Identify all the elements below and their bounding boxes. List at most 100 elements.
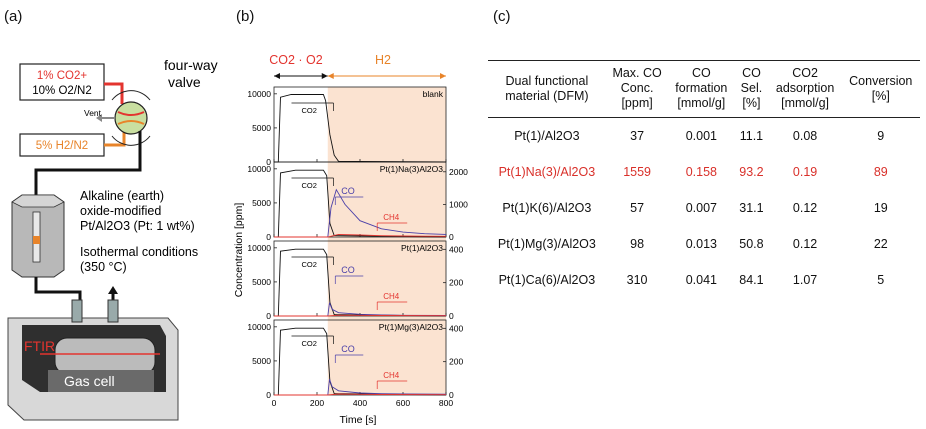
x-tick-label: 600 <box>396 398 410 408</box>
header-line: formation <box>675 81 728 95</box>
y-tick-label-left: 10000 <box>247 322 271 332</box>
y-tick-label-left: 10000 <box>247 164 271 174</box>
table-cell-conversion: 19 <box>873 201 888 215</box>
phase-co2-arrowhead-left <box>274 73 280 79</box>
phase-h2-label: H2 <box>375 53 391 67</box>
exhaust-arrow-icon <box>108 286 118 294</box>
x-tick-label: 0 <box>272 398 277 408</box>
valve-label-line2: valve <box>168 74 201 90</box>
trace-co2 <box>274 327 447 396</box>
table-cell-max-co: 310 <box>626 273 648 287</box>
header-conversion: Conversion[%] <box>841 60 920 118</box>
table-cell-co2-ads: 0.08 <box>792 129 818 143</box>
y-tick-label-left: 5000 <box>252 123 271 133</box>
catalyst-bed <box>33 236 40 244</box>
header-line: Sel. <box>740 81 763 95</box>
panel-label-c: (c) <box>493 8 511 25</box>
x-axis-label: Time [s] <box>340 414 377 426</box>
subplot-label: Pt(1)Mg(3)Al2O3 <box>379 322 444 332</box>
y-tick-label-right: 0 <box>449 311 454 321</box>
y-tick-label-left: 5000 <box>252 356 271 366</box>
table-cell-conversion: 22 <box>873 237 888 251</box>
table-cell-co-formation: 0.041 <box>685 273 717 287</box>
header-line: Conversion <box>849 73 913 88</box>
y-tick-label-right: 400 <box>449 323 463 333</box>
table-cell-co-sel: 31.1 <box>739 201 764 215</box>
table-cell-co2-ads: 0.19 <box>792 165 818 179</box>
y-tick-label-left: 10000 <box>247 243 271 253</box>
y-tick-label-left: 5000 <box>252 198 271 208</box>
ftir-label: FTIR <box>24 338 55 354</box>
header-line: Dual functional <box>505 73 589 88</box>
y-tick-label-right: 0 <box>449 390 454 400</box>
y-tick-label-left: 0 <box>266 311 271 321</box>
subplot-label: blank <box>423 89 444 99</box>
ch4-trace-label: CH4 <box>383 371 400 380</box>
reactor-desc-line3: Pt/Al2O3 (Pt: 1 wt%) <box>80 219 195 233</box>
table-cell-co-formation: 0.158 <box>685 165 717 179</box>
table-cell-max-co: 98 <box>630 237 645 251</box>
header-line: [mmol/g] <box>677 96 726 110</box>
header-line: [ppm] <box>621 96 653 110</box>
reactor-desc-line2: oxide-modified <box>80 204 161 218</box>
gas-cell-label: Gas cell <box>64 373 115 389</box>
iso-line2: (350 °C) <box>80 260 127 274</box>
co-trace-label: CO <box>341 265 355 275</box>
header-line: Conc. <box>620 81 654 95</box>
trace-ch4 <box>274 233 447 238</box>
header-line: adsorption <box>775 81 835 95</box>
x-tick-label: 400 <box>353 398 367 408</box>
trace-co2 <box>274 169 447 238</box>
four-way-valve-icon <box>114 101 148 135</box>
x-tick-label: 800 <box>439 398 453 408</box>
y-tick-label-right: 0 <box>449 232 454 242</box>
table-cell-material: Pt(1)Ca(6)/Al2O3 <box>498 273 596 287</box>
table-cell-conversion: 9 <box>877 129 885 143</box>
co2-line <box>104 82 124 104</box>
co2-trace-label: CO2 <box>302 339 317 348</box>
trace-co <box>274 188 447 238</box>
trace-co <box>274 379 447 396</box>
subplot-label: Pt(1)Na(3)Al2O3 <box>380 164 444 174</box>
table-cell-co-formation: 0.001 <box>685 129 717 143</box>
header-line: [%] <box>871 88 890 103</box>
co2-feed-box <box>19 63 105 101</box>
table-cell-co-sel: 11.1 <box>739 129 764 143</box>
table-cell-max-co: 57 <box>630 201 645 215</box>
y-tick-label-left: 5000 <box>252 277 271 287</box>
y-axis-label: Concentration [ppm] <box>233 203 245 298</box>
phase-co2-arrowhead-right <box>321 73 328 79</box>
table-cell-co-sel: 84.1 <box>739 273 764 287</box>
ftir-cell-window <box>54 337 156 375</box>
co2-trace-label: CO2 <box>302 181 317 190</box>
o2-feed-label: 10% O2/N2 <box>32 85 91 97</box>
header-line: [mmol/g] <box>781 96 830 110</box>
table-cell-max-co: 1559 <box>623 165 651 179</box>
table-cell-co-sel: 50.8 <box>739 237 764 251</box>
phase-h2-arrowhead-left <box>327 73 334 79</box>
header-line: material (DFM) <box>505 88 589 103</box>
table-cell-material: Pt(1)/Al2O3 <box>514 129 580 143</box>
co2-trace-label: CO2 <box>302 106 317 115</box>
header-line: CO <box>691 66 711 80</box>
co-trace-label: CO <box>341 186 355 196</box>
table-cell-material: Pt(1)Na(3)/Al2O3 <box>498 165 596 179</box>
concentration-chart: CO2 · O2 H2 0500010000050001000001000200… <box>233 53 468 426</box>
subplot-label: Pt(1)Al2O3 <box>401 243 443 253</box>
y-tick-label-right: 2000 <box>449 167 468 177</box>
table-cell-co-sel: 93.2 <box>739 165 764 179</box>
x-tick-label: 200 <box>310 398 324 408</box>
header-line: CO <box>742 66 761 80</box>
phase-co2-label: CO2 · O2 <box>269 53 323 67</box>
phase-h2-arrowhead-right <box>440 73 446 79</box>
trace-ch4 <box>274 393 447 396</box>
